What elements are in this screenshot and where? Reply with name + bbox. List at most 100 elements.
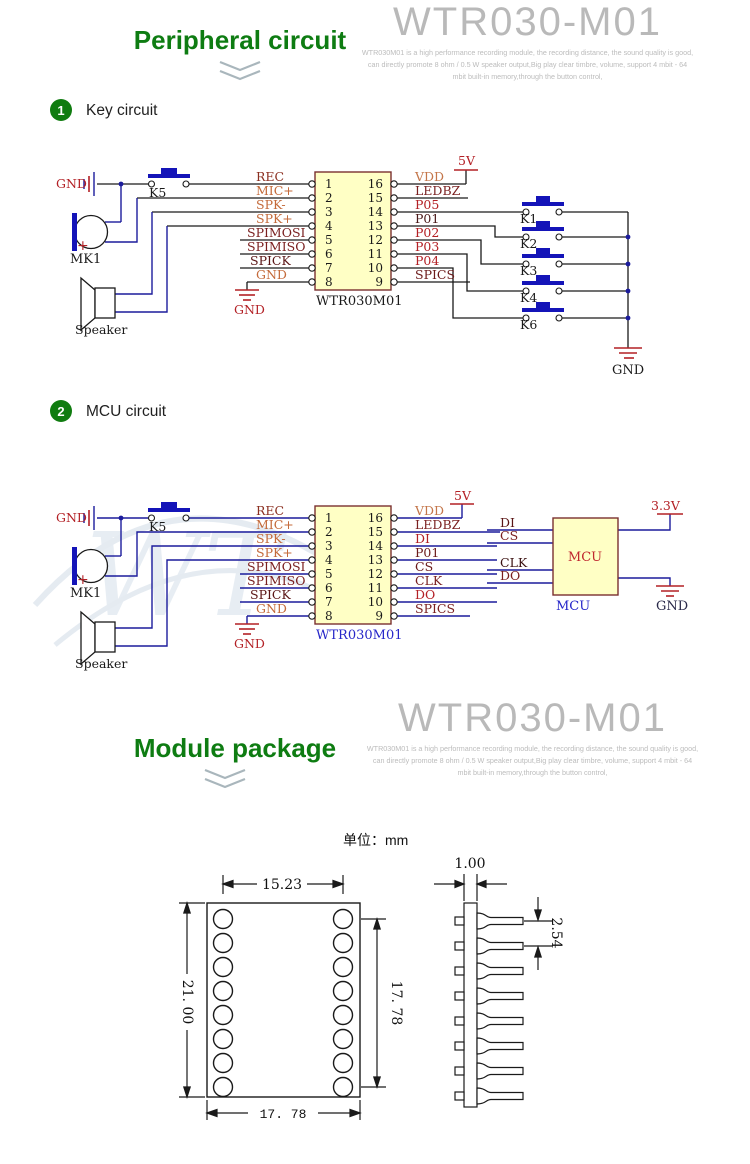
brand-header-bottom: WTR030-M01 WTR030M01 is a high performan… — [360, 696, 705, 779]
brand-header-top: WTR030-M01 WTR030M01 is a high performan… — [355, 0, 700, 83]
package-drawing: 15.23 21. 00 17. 78 17. 78 1.00 2.54 — [179, 856, 564, 1122]
dimension-lines — [179, 874, 552, 1120]
item2-number-badge: 2 — [50, 400, 72, 422]
chip-body — [314, 505, 392, 625]
key-button-labels: K1 K2 K3 K4 K6 — [520, 211, 537, 332]
mcu-wires-blue — [83, 504, 671, 647]
chip-body — [314, 171, 392, 291]
svg-text:SPIMISO: SPIMISO — [247, 573, 305, 588]
brand-description: WTR030M01 is a high performance recordin… — [355, 47, 700, 83]
dim-pitch: 2.54 — [548, 917, 564, 948]
k5-pushbutton — [147, 502, 190, 522]
pin-label: P05 — [415, 197, 439, 212]
mcu-left-pin-labels: REC MIC+ SPK- SPK+ SPIMOSI SPIMISO SPICK… — [247, 503, 306, 616]
section-title-peripheral: Peripheral circuit — [133, 25, 347, 55]
mic-label: MK1 — [70, 252, 101, 267]
svg-text:1: 1 — [325, 511, 333, 525]
svg-text:3: 3 — [325, 539, 333, 553]
k5-label: K5 — [149, 519, 166, 534]
brand-description-line: can directly promote 8 ohm / 0.5 W speak… — [372, 755, 693, 765]
pin-label: SPICK — [250, 253, 291, 268]
power-5v-label: 5V — [458, 153, 476, 168]
pin-label: P02 — [415, 225, 439, 240]
mcu-box-pin-labels: DI CS CLK DO — [500, 515, 528, 583]
pin-label: MIC+ — [256, 183, 294, 198]
key-left-pin-labels: REC MIC+ SPK- SPK+ SPIMOSI SPIMISO SPICK… — [247, 169, 306, 282]
mcu-right-pin-labels: VDD LEDBZ DI P01 CS CLK DO SPICS — [414, 503, 461, 616]
svg-text:DI: DI — [500, 515, 515, 530]
gnd-label: GND — [656, 599, 688, 614]
mic-plus-sign: + — [77, 238, 89, 254]
chip-name: WTR030M01 — [316, 628, 403, 643]
svg-text:10: 10 — [368, 595, 383, 609]
gnd-label: GND — [56, 510, 87, 525]
mcu-box — [552, 517, 619, 596]
microphone-bar — [72, 547, 77, 585]
svg-text:11: 11 — [368, 247, 383, 261]
pin-label: GND — [256, 267, 287, 282]
k5-label: K5 — [149, 185, 166, 200]
svg-text:P01: P01 — [415, 545, 439, 560]
pin-header-side-view — [454, 902, 524, 1108]
svg-text:2: 2 — [325, 525, 333, 539]
pin-label: VDD — [414, 169, 444, 184]
pin-label: SPICS — [415, 267, 455, 282]
svg-text:CS: CS — [415, 559, 433, 574]
svg-text:8: 8 — [325, 275, 333, 289]
key-wires-black — [97, 170, 629, 348]
mcu-box-inside-label: MCU — [568, 550, 602, 565]
section-title-package: Module package — [133, 733, 337, 763]
svg-text:K6: K6 — [520, 317, 537, 332]
svg-text:14: 14 — [368, 205, 384, 219]
svg-text:SPIMOSI: SPIMOSI — [247, 559, 306, 574]
svg-text:VDD: VDD — [414, 503, 444, 518]
key-right-pin-labels: VDD LEDBZ P05 P01 P02 P03 P04 SPICS — [414, 169, 461, 282]
svg-text:13: 13 — [368, 553, 383, 567]
speaker-label: Speaker — [75, 322, 127, 337]
svg-text:6: 6 — [325, 581, 333, 595]
item1-number-badge: 1 — [50, 99, 72, 121]
svg-text:4: 4 — [325, 219, 333, 233]
svg-text:CS: CS — [500, 528, 518, 543]
svg-text:13: 13 — [368, 219, 383, 233]
power-5v-label: 5V — [454, 488, 472, 503]
svg-text:10: 10 — [368, 261, 383, 275]
gnd-label: GND — [612, 363, 644, 378]
svg-text:7: 7 — [325, 261, 333, 275]
svg-text:1: 1 — [325, 177, 333, 191]
gnd-label: GND — [56, 176, 87, 191]
brand-title: WTR030-M01 — [393, 0, 662, 44]
svg-text:CLK: CLK — [415, 573, 443, 588]
svg-text:CLK: CLK — [500, 555, 528, 570]
item2-label: MCU circuit — [86, 403, 167, 420]
svg-text:8: 8 — [325, 609, 333, 623]
svg-text:14: 14 — [368, 539, 384, 553]
junction-dots — [118, 181, 631, 321]
svg-text:15: 15 — [368, 191, 383, 205]
brand-description-line: mbit built-in memory,through the button … — [457, 767, 608, 777]
svg-text:REC: REC — [256, 503, 284, 518]
svg-text:12: 12 — [368, 233, 383, 247]
pin-label: SPK+ — [256, 211, 293, 226]
pin-label: SPIMOSI — [247, 225, 306, 240]
svg-text:K3: K3 — [520, 263, 537, 278]
svg-text:3: 3 — [325, 205, 333, 219]
svg-text:9: 9 — [375, 609, 383, 623]
pin-label: P03 — [415, 239, 439, 254]
svg-text:SPICS: SPICS — [415, 601, 455, 616]
pin-label: REC — [256, 169, 284, 184]
chip-name: WTR030M01 — [316, 294, 403, 309]
svg-text:5: 5 — [325, 567, 333, 581]
brand-description-line: can directly promote 8 ohm / 0.5 W speak… — [367, 59, 688, 69]
svg-text:K1: K1 — [520, 211, 537, 226]
svg-text:15: 15 — [368, 525, 383, 539]
svg-text:6: 6 — [325, 247, 333, 261]
pin-label: SPIMISO — [247, 239, 305, 254]
power-3v3-label: 3.3V — [651, 498, 681, 513]
gnd-label: GND — [234, 302, 265, 317]
dim-right: 17. 78 — [388, 981, 404, 1026]
mcu-red-symbols — [88, 503, 684, 635]
svg-text:16: 16 — [368, 511, 383, 525]
